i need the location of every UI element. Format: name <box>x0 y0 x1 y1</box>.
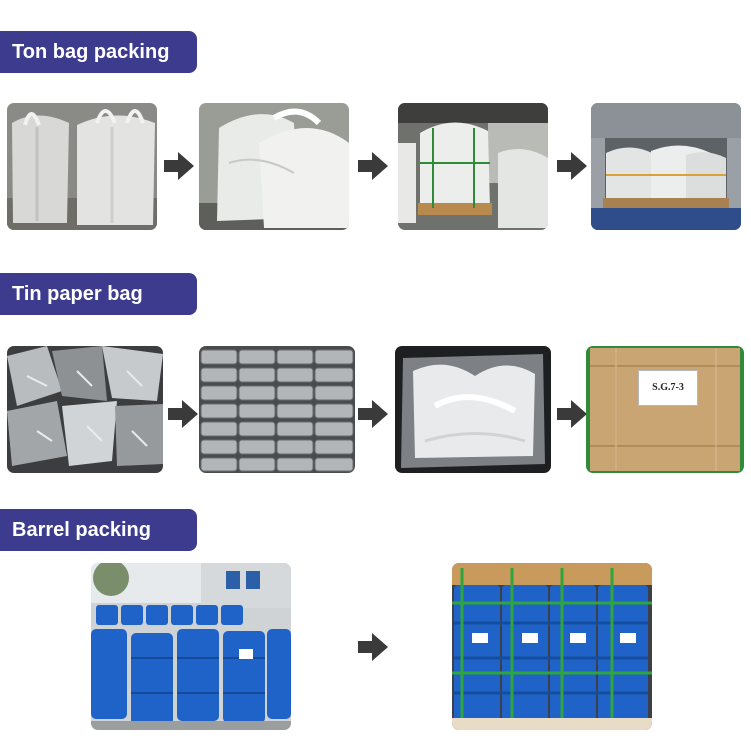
arrow-right-icon <box>358 152 388 180</box>
ton-bag-photo-3 <box>398 103 548 230</box>
arrow-right-icon <box>557 400 587 428</box>
barrel-photo-1 <box>91 563 291 730</box>
arrow-right-icon <box>358 400 388 428</box>
section-title-tin-paper-bag: Tin paper bag <box>0 273 197 315</box>
arrow-right-icon <box>168 400 198 428</box>
box-label: S.G.7-3 <box>638 370 698 406</box>
ton-bag-photo-2 <box>199 103 349 230</box>
ton-bag-photo-1 <box>7 103 157 230</box>
ton-bag-photo-4 <box>591 103 741 230</box>
arrow-right-icon <box>358 633 388 661</box>
arrow-right-icon <box>557 152 587 180</box>
section-title-ton-bag: Ton bag packing <box>0 31 197 73</box>
tin-bag-photo-2 <box>199 346 355 473</box>
tin-bag-photo-3 <box>395 346 551 473</box>
tin-bag-photo-4: S.G.7-3 <box>586 346 744 473</box>
tin-bag-photo-1 <box>7 346 163 473</box>
section-title-barrel-packing: Barrel packing <box>0 509 197 551</box>
arrow-right-icon <box>164 152 194 180</box>
barrel-photo-2 <box>452 563 652 730</box>
